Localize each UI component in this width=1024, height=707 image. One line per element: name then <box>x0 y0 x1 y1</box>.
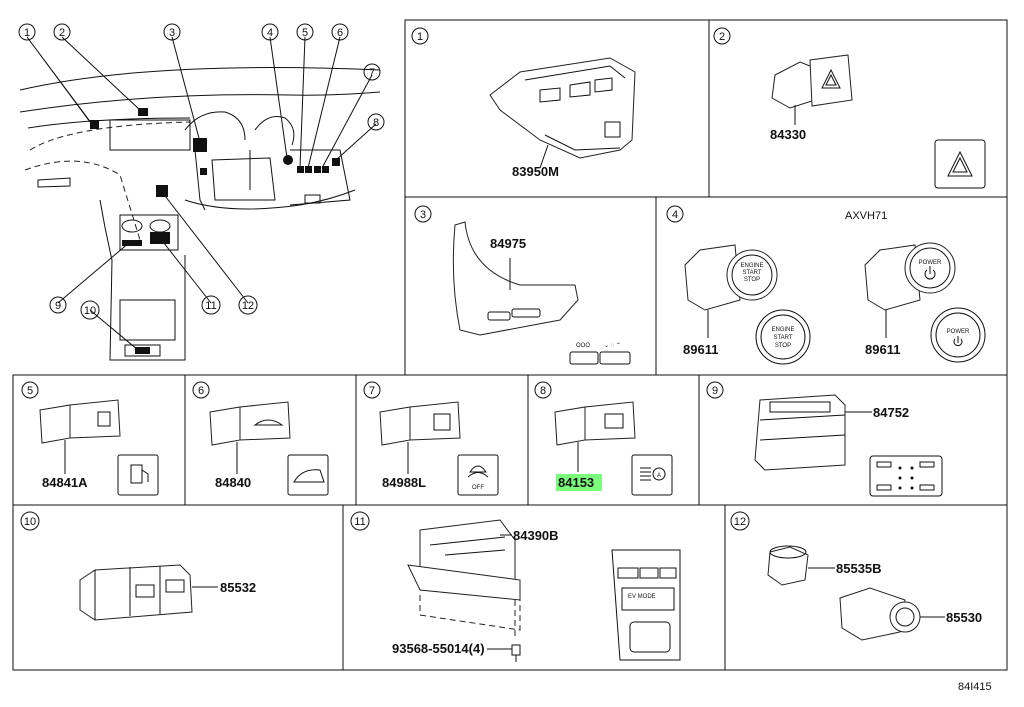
callout-10: 10 <box>84 305 96 317</box>
part-84988l: 84988L <box>382 475 426 490</box>
panel-10: 10 85532 <box>20 511 256 621</box>
panel-8: 8 84153 A <box>534 381 673 496</box>
svg-text:6: 6 <box>198 385 204 397</box>
callout-8: 8 <box>373 117 379 129</box>
hazard-icon <box>934 139 986 189</box>
callout-5: 5 <box>302 27 308 39</box>
part-89611-b: 89611 <box>865 342 900 357</box>
switch-85532-shape <box>79 564 193 621</box>
callout-11: 11 <box>205 300 216 312</box>
socket-85535b-shape <box>767 545 809 586</box>
highlight-84153 <box>556 474 602 491</box>
panel-5: 5 84841A <box>21 381 159 496</box>
panel-9: 9 84752 <box>706 381 943 497</box>
svg-text:9: 9 <box>712 385 718 397</box>
svg-text:POWER: POWER <box>947 329 970 335</box>
callout-9: 9 <box>55 300 61 312</box>
panel-1-number: 1 <box>417 31 423 43</box>
svg-text:7: 7 <box>369 385 375 397</box>
panel-4-number: 4 <box>672 209 678 221</box>
part-84153: 84153 <box>558 475 594 490</box>
callout-1: 1 <box>24 27 30 39</box>
svg-text:8: 8 <box>540 385 546 397</box>
part-84390b: 84390B <box>513 528 559 543</box>
callout-12: 12 <box>242 300 254 312</box>
bezel-84975-shape <box>452 221 579 336</box>
model-code: AXVH71 <box>845 210 887 222</box>
callout-3: 3 <box>169 27 175 39</box>
dashboard-overview: 1 2 3 4 5 6 7 8 9 10 11 12 <box>18 23 385 361</box>
power-label: POWER <box>919 260 942 266</box>
power-icon: POWER <box>930 307 986 363</box>
panel-6: 6 84840 <box>192 381 329 496</box>
part-84841a: 84841A <box>42 475 88 490</box>
part-84840: 84840 <box>215 475 251 490</box>
part-89611-a: 89611 <box>683 342 718 357</box>
engine-start-icon: ENGINE START STOP <box>755 309 811 365</box>
svg-text:OFF: OFF <box>472 485 484 491</box>
callout-7: 7 <box>369 67 375 79</box>
shift-console-84390b-shape <box>407 519 521 640</box>
overview-callouts: 1 2 3 4 5 6 7 8 9 10 11 12 <box>18 23 385 320</box>
switch-assembly-84752-shape <box>754 394 846 471</box>
panel-11: 11 84390B 93568-55014(4) EV MODE <box>350 511 681 662</box>
panel-1: 1 83950M <box>411 27 636 179</box>
panel-grid <box>12 19 1008 671</box>
part-84752: 84752 <box>873 405 909 420</box>
callout-4: 4 <box>267 27 273 39</box>
part-83950m: 83950M <box>512 164 559 179</box>
svg-text:11: 11 <box>354 516 365 528</box>
panel-3-number: 3 <box>420 209 426 221</box>
panel-7: 7 84988L OFF <box>363 381 499 496</box>
panel-12: 12 85535B 85530 <box>730 511 982 641</box>
svg-text:12: 12 <box>734 516 746 528</box>
engine-label-2: START <box>742 270 761 276</box>
console-switches-icon: EV MODE <box>611 549 681 661</box>
engine-label-3: STOP <box>744 277 760 283</box>
socket-85530-shape <box>839 587 921 641</box>
svg-text:⌄ ◌ ⌃: ⌄ ◌ ⌃ <box>604 342 621 349</box>
part-85530: 85530 <box>946 610 982 625</box>
engine-label-1: ENGINE <box>740 263 763 269</box>
svg-text:5: 5 <box>27 385 33 397</box>
power-button-shape: POWER <box>864 242 956 311</box>
fuel-door-icon <box>117 454 159 496</box>
engine-start-button-shape: ENGINE START STOP <box>684 244 778 311</box>
part-84330: 84330 <box>770 127 806 142</box>
ev-mode-label: EV MODE <box>628 594 656 600</box>
svg-text:STOP: STOP <box>775 343 791 349</box>
panel-2: 2 84330 <box>713 27 986 189</box>
part-85532: 85532 <box>220 580 256 595</box>
part-85535b: 85535B <box>836 561 882 576</box>
svg-text:START: START <box>773 335 792 341</box>
switch-base-83950m-shape <box>489 57 636 159</box>
svg-text:ENGINE: ENGINE <box>771 327 794 333</box>
panel-3: 3 84975 OOO ⌄ ◌ ⌃ <box>414 205 631 365</box>
auto-high-beam-icon: A <box>631 454 673 496</box>
hazard-switch-shape <box>771 54 853 109</box>
trunk-icon <box>287 454 329 496</box>
panel-4: 4 AXVH71 ENGINE START STOP 89611 ENGINE … <box>666 205 986 365</box>
svg-text:10: 10 <box>24 516 36 528</box>
mode-switch-icons: OOO ⌄ ◌ ⌃ <box>569 342 631 365</box>
svg-text:OOO: OOO <box>576 343 590 349</box>
callout-6: 6 <box>337 27 343 39</box>
svg-text:A: A <box>657 473 661 479</box>
panel-2-number: 2 <box>719 31 725 43</box>
traction-off-icon: OFF <box>457 454 499 496</box>
part-93568-55014: 93568-55014(4) <box>392 641 485 656</box>
switch-layout-icon <box>869 455 943 497</box>
diagram-code: 84I415 <box>958 681 992 693</box>
callout-2: 2 <box>59 27 65 39</box>
part-84975: 84975 <box>490 236 526 251</box>
